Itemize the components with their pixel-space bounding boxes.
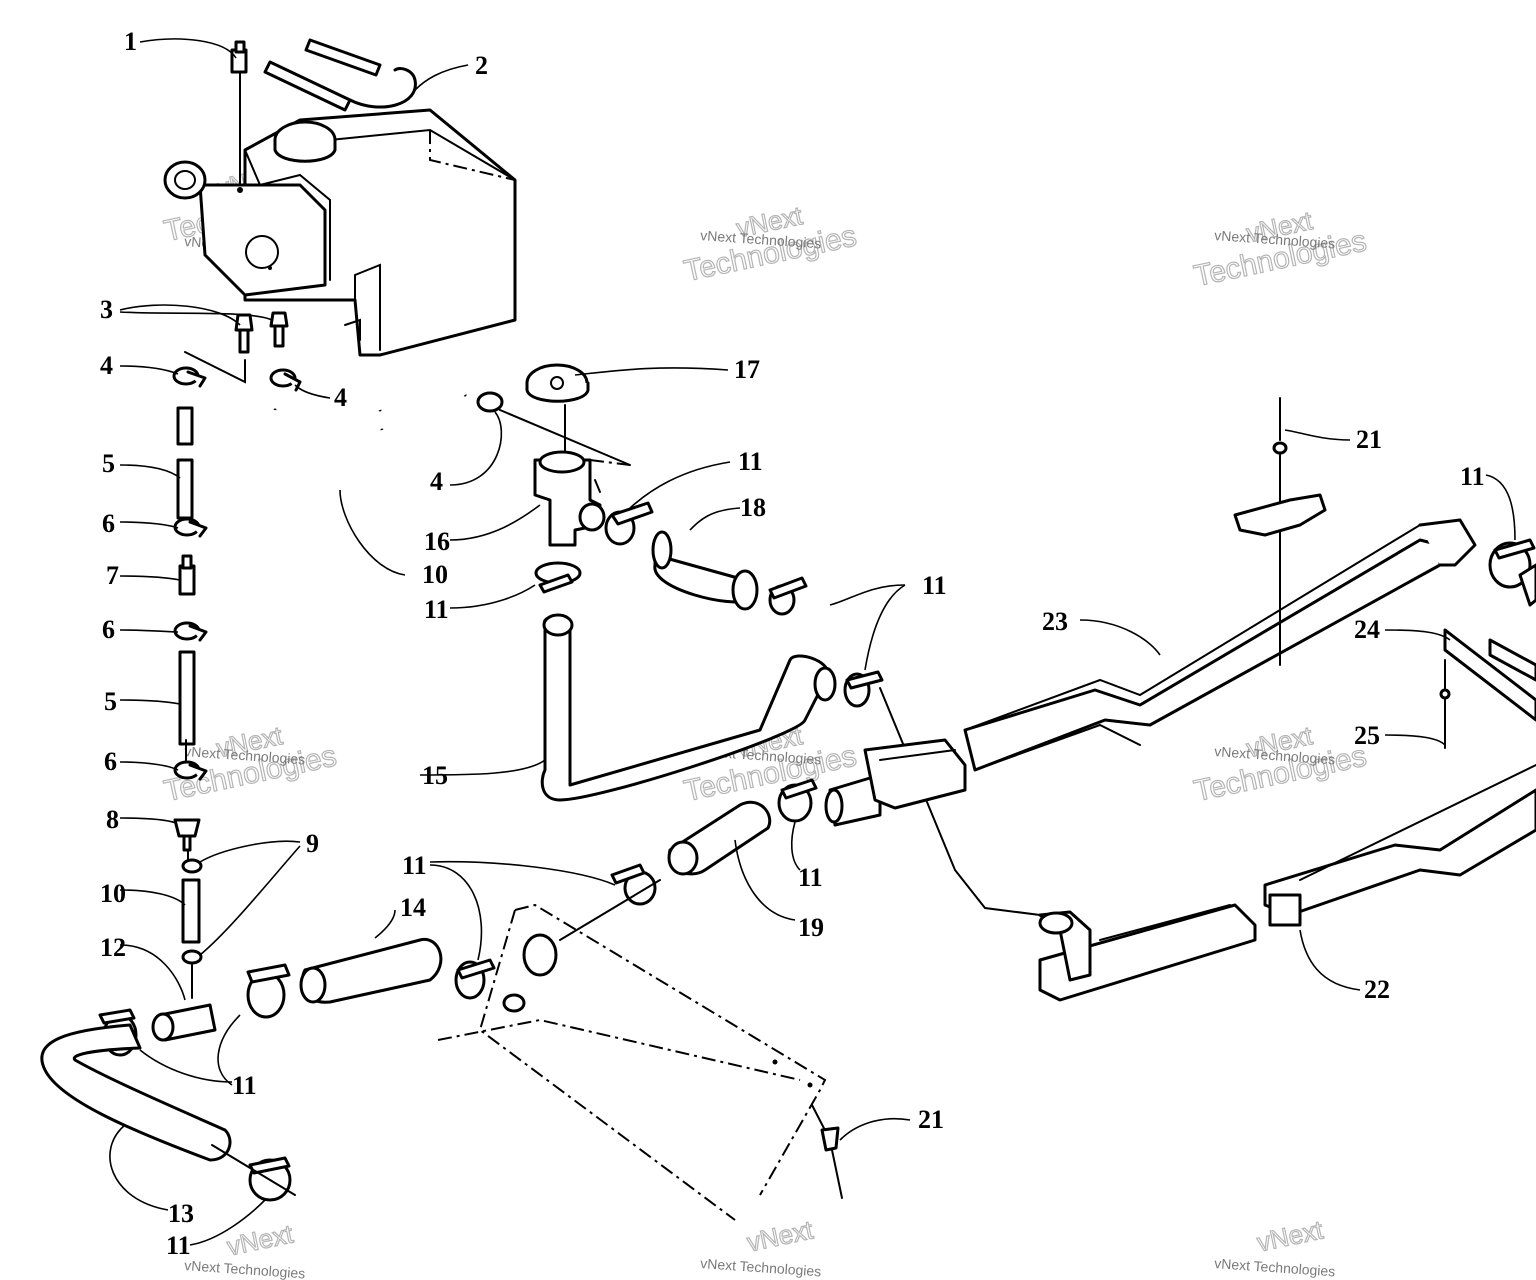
callout-1: 1 [124,27,137,56]
callout-11: 11 [232,1071,257,1100]
vent-hose [263,38,417,112]
callout-8: 8 [106,805,119,834]
callout-12: 12 [100,933,126,962]
leader-lines [109,38,1516,1246]
watermark-text: vNext Technologies [700,1255,822,1279]
callout-7: 7 [106,561,119,590]
center-bracket [863,738,967,810]
hose-14 [246,863,661,1019]
callout-10: 10 [100,879,126,908]
callout-11: 11 [402,851,427,880]
callout-21: 21 [918,1105,944,1134]
callout-18: 18 [740,493,766,522]
callout-11: 11 [1460,462,1485,491]
filler-neck-16 [525,363,631,594]
callout-14: 14 [400,893,426,922]
callout-6: 6 [102,509,115,538]
callout-4: 4 [334,383,347,412]
hose-13 [40,1003,296,1202]
callout-numbers: 1 2 3 4 4 4 5 5 6 6 6 7 8 9 10 10 11 11 … [100,27,1485,1260]
coolant-tank [163,108,517,357]
callout-15: 15 [422,761,448,790]
heat-exchanger-22 [1263,628,1536,927]
callout-17: 17 [734,355,760,384]
lower-exchanger [1038,903,1257,1002]
callout-6: 6 [102,615,115,644]
callout-4: 4 [100,351,113,380]
heat-exchanger-23 [963,518,1536,772]
callout-9: 9 [306,829,319,858]
callout-5: 5 [104,687,117,716]
vent-fitting [230,40,248,186]
svg-text:vNext: vNext [744,1214,816,1257]
callout-11: 11 [922,571,947,600]
callout-25: 25 [1354,721,1380,750]
callout-23: 23 [1042,607,1068,636]
watermark-text: vNext Technologies [1214,1255,1336,1279]
callout-5: 5 [102,449,115,478]
callout-22: 22 [1364,975,1390,1004]
callout-11: 11 [738,447,763,476]
callout-6: 6 [104,747,117,776]
callout-11: 11 [424,595,449,624]
callout-24: 24 [1354,615,1380,644]
callout-16: 16 [424,527,450,556]
rivet-21-upper [1233,397,1327,666]
watermarks: vNext Technologies vNext Technologies vN… [161,159,1370,1280]
callout-11: 11 [798,863,823,892]
hose-15 [540,613,1041,916]
callout-21: 21 [1356,425,1382,454]
callout-11: 11 [166,1231,191,1260]
hose-18 [604,501,808,616]
svg-text:vNext: vNext [1254,1214,1326,1257]
watermark-bottom-center: vNext [744,1214,817,1259]
callout-2: 2 [475,51,488,80]
left-drain-assembly [172,311,302,999]
callout-3: 3 [100,295,113,324]
radiator-panel [437,903,827,1221]
callout-4: 4 [430,467,443,496]
rivet-21-lower [811,1104,843,1199]
callout-19: 19 [798,913,824,942]
callout-13: 13 [168,1199,194,1228]
watermark-bottom-right: vNext [1254,1214,1327,1259]
callout-10: 10 [422,560,448,589]
hose-10 [270,368,631,486]
hose-19 [667,773,882,876]
watermark-text: vNext Technologies [184,1257,306,1280]
